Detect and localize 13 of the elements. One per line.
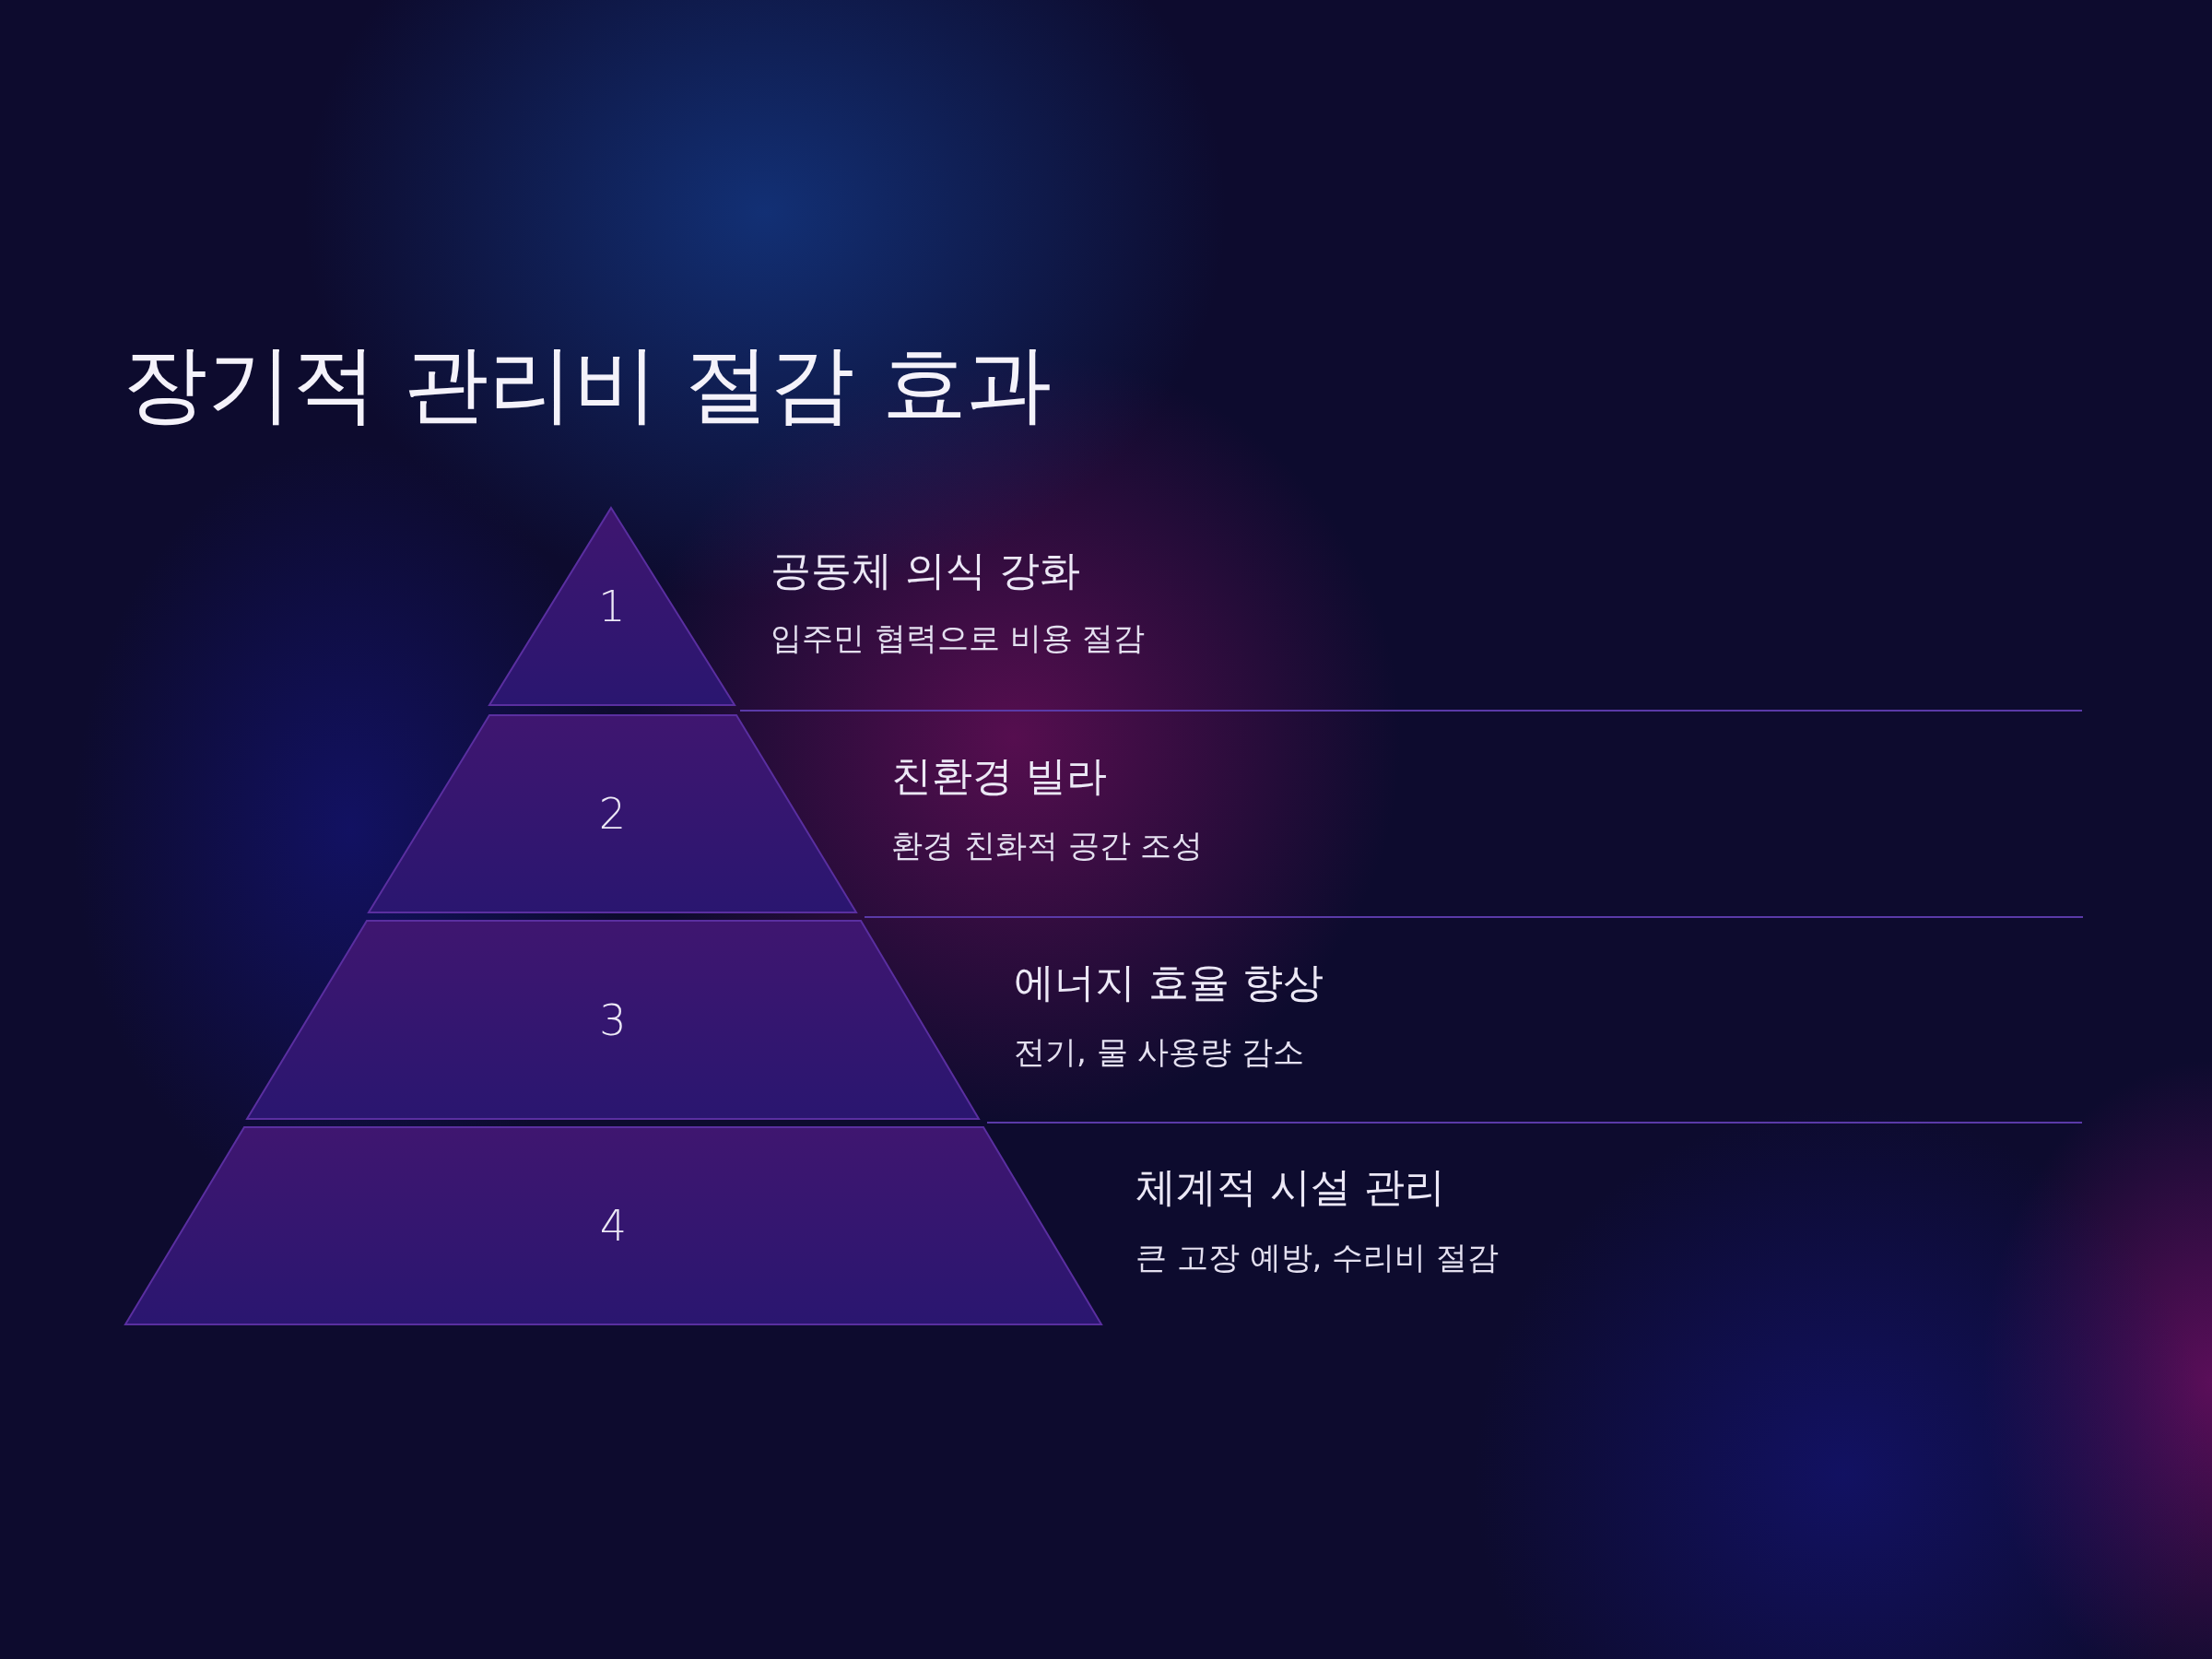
tier-number: 2 (598, 789, 627, 839)
tier-description: 입주민 협력으로 비용 절감 (771, 618, 1146, 658)
tier-number: 4 (599, 1201, 628, 1251)
tier-description: 큰 고장 예방, 수리비 절감 (1135, 1238, 1500, 1277)
tier-heading: 친환경 빌라 (891, 751, 1107, 801)
tier-number: 3 (599, 994, 627, 1045)
tier-description: 전기, 물 사용량 감소 (1014, 1032, 1305, 1072)
tier-number: 1 (598, 582, 626, 631)
tier-heading: 공동체 의식 강화 (771, 546, 1080, 595)
title: 장기적 관리비 절감 효과 (123, 334, 1052, 435)
tier-description: 환경 친화적 공간 조성 (891, 826, 1204, 865)
tier-heading: 에너지 효율 향상 (1014, 958, 1324, 1007)
tier-heading: 체계적 시설 관리 (1135, 1162, 1445, 1212)
